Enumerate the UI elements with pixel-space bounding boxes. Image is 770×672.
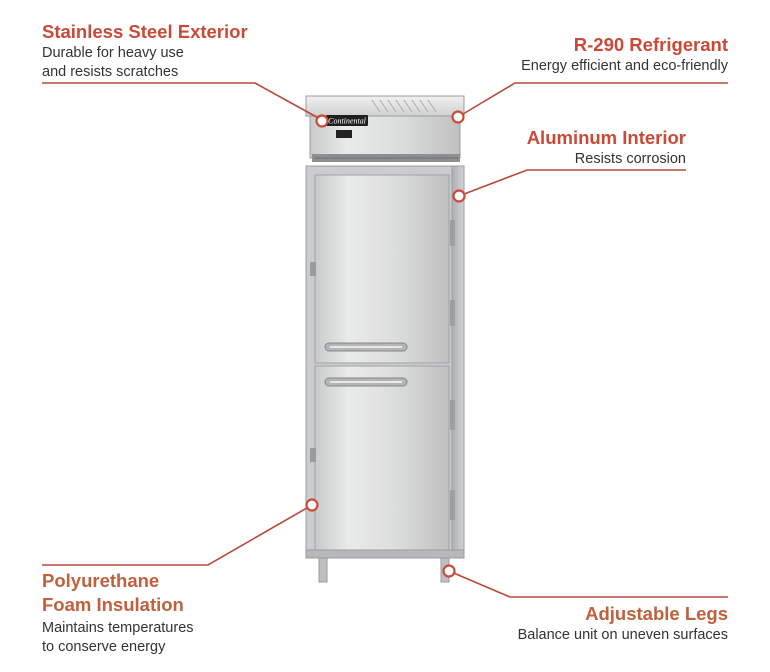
callout-desc-line: Maintains temperatures: [42, 620, 194, 636]
leader-foam: [42, 504, 313, 566]
callout-desc-line: Durable for heavy use: [42, 45, 184, 61]
leader-legs: [448, 570, 728, 598]
callout-desc-line: Balance unit on uneven surfaces: [517, 627, 728, 643]
callout-title: Polyurethane: [42, 570, 160, 591]
leader-stainless: [42, 82, 323, 121]
callout-aluminum: Aluminum Interior Resists corrosion: [527, 126, 686, 169]
dot-stainless: [315, 114, 329, 128]
callout-stainless-steel: Stainless Steel Exterior Durable for hea…: [42, 20, 248, 82]
callout-foam-insulation: Polyurethane Foam Insulation Maintains t…: [42, 569, 194, 657]
callout-desc-line: Resists corrosion: [574, 151, 686, 167]
dot-aluminum: [452, 189, 466, 203]
callout-adjustable-legs: Adjustable Legs Balance unit on uneven s…: [518, 602, 728, 645]
callout-title: Stainless Steel Exterior: [42, 21, 248, 42]
leader-refrigerant: [457, 82, 728, 118]
leader-aluminum: [458, 169, 686, 197]
callout-refrigerant: R-290 Refrigerant Energy efficient and e…: [521, 33, 728, 76]
dot-refrigerant: [451, 110, 465, 124]
callout-desc-line: to conserve energy: [42, 639, 166, 655]
dot-foam: [305, 498, 319, 512]
callout-title: R-290 Refrigerant: [573, 34, 728, 55]
callout-title: Aluminum Interior: [526, 127, 686, 148]
callout-title: Adjustable Legs: [585, 603, 728, 624]
callout-desc-line: Energy efficient and eco-friendly: [521, 58, 728, 74]
callout-title: Foam Insulation: [42, 594, 184, 615]
callout-desc-line: and resists scratches: [42, 64, 179, 80]
dot-legs: [442, 564, 456, 578]
svg-text:Continental: Continental: [328, 117, 367, 126]
